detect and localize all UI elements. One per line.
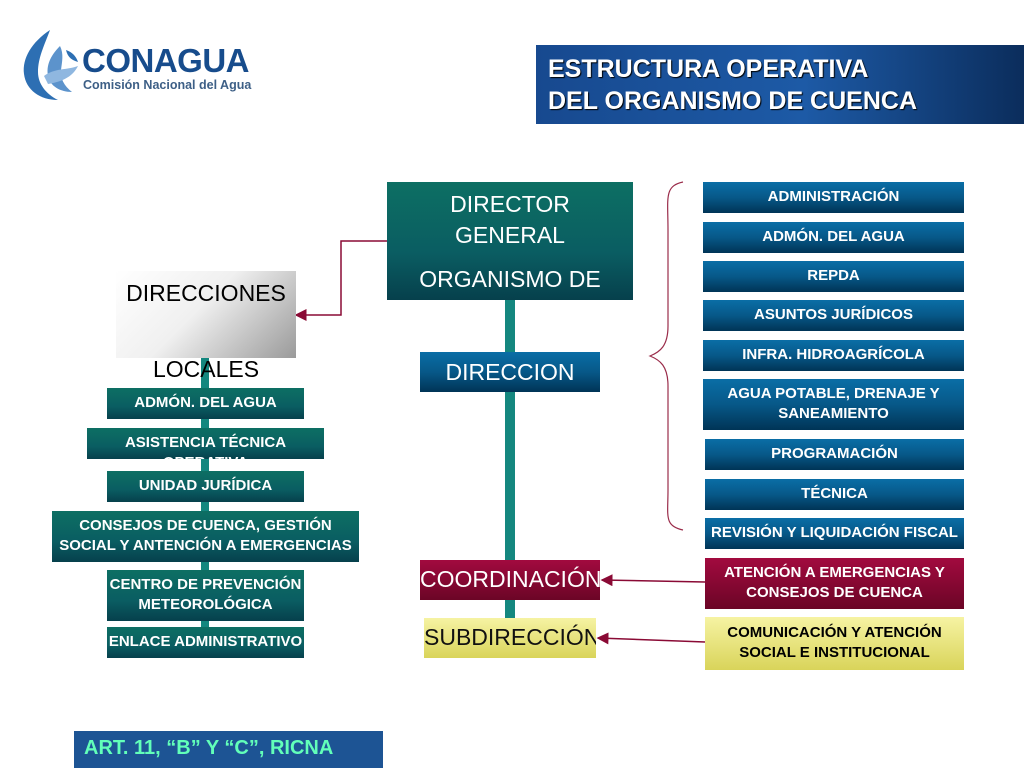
direccion-label: DIRECCION bbox=[445, 359, 575, 385]
coordinacion-unit: ATENCIÓN A EMERGENCIAS Y CONSEJOS DE CUE… bbox=[705, 558, 964, 609]
right-unit-agua-potable: AGUA POTABLE, DRENAJE Y SANEAMIENTO bbox=[703, 379, 964, 430]
logo-name: CONAGUA bbox=[82, 42, 250, 79]
coordinacion-label: COORDINACIÓN bbox=[420, 566, 600, 592]
director-line-3: ORGANISMO DE bbox=[419, 266, 601, 292]
subdireccion-label: SUBDIRECCIÓN bbox=[424, 624, 596, 650]
title-line-1: ESTRUCTURA OPERATIVA bbox=[548, 55, 869, 83]
logo-subtitle: Comisión Nacional del Agua bbox=[83, 78, 252, 92]
page-title: ESTRUCTURA OPERATIVA DEL ORGANISMO DE CU… bbox=[536, 45, 1024, 124]
local-unit-prevencion: CENTRO DE PREVENCIÓN METEOROLÓGICA bbox=[107, 570, 304, 621]
director-to-locales-arrow bbox=[294, 240, 387, 321]
central-spine bbox=[505, 300, 515, 630]
locales-line-2: LOCALES bbox=[152, 356, 260, 382]
subdireccion-unit: COMUNICACIÓN Y ATENCIÓN SOCIAL E INSTITU… bbox=[705, 617, 964, 670]
local-unit-consejos: CONSEJOS DE CUENCA, GESTIÓN SOCIAL Y ANT… bbox=[52, 511, 359, 562]
right-unit-administracion: ADMINISTRACIÓN bbox=[703, 182, 964, 213]
right-unit-admon-agua: ADMÓN. DEL AGUA bbox=[703, 222, 964, 253]
footnote: ART. 11, “B” Y “C”, RICNA bbox=[74, 731, 383, 768]
locales-spine bbox=[201, 358, 209, 658]
direccion-box: DIRECCION bbox=[420, 352, 600, 392]
right-unit-tecnica: TÉCNICA bbox=[705, 479, 964, 510]
local-unit-juridica: UNIDAD JURÍDICA bbox=[107, 471, 304, 502]
direcciones-locales-box: DIRECCIONES bbox=[116, 271, 296, 358]
coordinacion-box: COORDINACIÓN bbox=[420, 560, 600, 600]
right-unit-revision-fiscal: REVISIÓN Y LIQUIDACIÓN FISCAL bbox=[705, 518, 964, 549]
conagua-logo bbox=[14, 20, 258, 110]
right-brace bbox=[648, 181, 684, 531]
right-unit-programacion: PROGRAMACIÓN bbox=[705, 439, 964, 470]
local-unit-enlace: ENLACE ADMINISTRATIVO bbox=[107, 627, 304, 658]
director-general-box: DIRECTOR GENERAL ORGANISMO DE bbox=[387, 182, 633, 300]
subdireccion-box: SUBDIRECCIÓN bbox=[424, 618, 596, 658]
director-line-2: GENERAL bbox=[455, 222, 565, 248]
right-unit-juridicos: ASUNTOS JURÍDICOS bbox=[703, 300, 964, 331]
coordinacion-arrow bbox=[600, 574, 706, 587]
local-unit-asistencia-tecnica: ASISTENCIA TÉCNICA OPERATIVA bbox=[87, 428, 324, 459]
title-line-2: DEL ORGANISMO DE CUENCA bbox=[548, 87, 918, 115]
director-line-1: DIRECTOR bbox=[450, 191, 570, 217]
locales-line-1: DIRECCIONES bbox=[126, 280, 286, 306]
subdireccion-arrow bbox=[596, 632, 706, 645]
local-unit-admon-agua: ADMÓN. DEL AGUA bbox=[107, 388, 304, 419]
right-unit-repda: REPDA bbox=[703, 261, 964, 292]
conagua-emblem-icon bbox=[23, 30, 78, 100]
right-unit-hidroagricola: INFRA. HIDROAGRÍCOLA bbox=[703, 340, 964, 371]
